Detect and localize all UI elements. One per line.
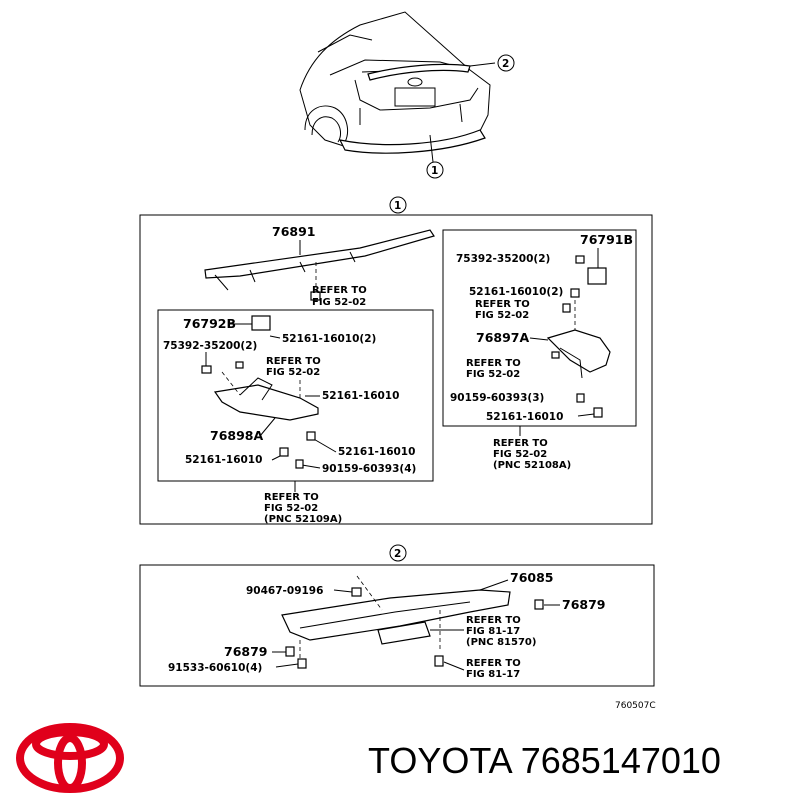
left-refer-l2: FIG 52-02 bbox=[264, 503, 318, 514]
s2-refer2-l2: FIG 81-17 bbox=[466, 669, 520, 680]
top-refer-l2: FIG 52-02 bbox=[312, 297, 366, 308]
callout-2: 2 bbox=[394, 548, 401, 560]
diagram-code: 760507C bbox=[615, 701, 656, 711]
callout-2-circle bbox=[389, 544, 407, 562]
part-52161-16010-2-left: 52161-16010(2) bbox=[282, 333, 376, 345]
logo-inner-vertical bbox=[54, 734, 86, 792]
part-76891: 76891 bbox=[272, 224, 316, 239]
s2-refer1-l1: REFER TO bbox=[466, 615, 521, 626]
right-refer1-l1: REFER TO bbox=[475, 299, 530, 310]
part-76897A: 76897A bbox=[476, 330, 529, 345]
part-76879-left: 76879 bbox=[224, 644, 268, 659]
s2-refer1-l2: FIG 81-17 bbox=[466, 626, 520, 637]
part-76791B: 76791B bbox=[580, 232, 633, 247]
part-75392-35200-right: 75392-35200(2) bbox=[456, 253, 550, 265]
section-2-frame bbox=[139, 564, 655, 687]
part-76879-right: 76879 bbox=[562, 597, 606, 612]
callout-1: 1 bbox=[394, 200, 401, 212]
toyota-logo bbox=[16, 723, 124, 793]
part-52161-16010-left-a: 52161-16010 bbox=[322, 390, 399, 402]
part-90159-60393-4: 90159-60393(4) bbox=[322, 463, 416, 475]
s2-refer1-l3: (PNC 81570) bbox=[466, 637, 536, 648]
top-refer-l1: REFER TO bbox=[312, 285, 367, 296]
s2-refer2-l1: REFER TO bbox=[466, 658, 521, 669]
high-mount-stop-lamp bbox=[377, 621, 431, 645]
right-refer2-l1: REFER TO bbox=[466, 358, 521, 369]
part-52161-16010-2-right: 52161-16010(2) bbox=[469, 286, 563, 298]
section-1-frame bbox=[139, 214, 653, 525]
brand-caption: TOYOTA 7685147010 bbox=[368, 736, 798, 786]
part-75392-35200-left: 75392-35200(2) bbox=[163, 340, 257, 352]
left-refer-l1: REFER TO bbox=[264, 492, 319, 503]
car-rear-illustration: 2 1 bbox=[299, 11, 515, 179]
part-76792B: 76792B bbox=[183, 316, 236, 331]
callout-1-circle bbox=[389, 196, 407, 214]
part-91533-60610-4: 91533-60610(4) bbox=[168, 662, 262, 674]
part-90467-09196: 90467-09196 bbox=[246, 585, 323, 597]
right-refer2-l2: FIG 52-02 bbox=[466, 369, 520, 380]
rear-spoiler-garnish bbox=[281, 589, 511, 641]
right-refer1-l2: FIG 52-02 bbox=[475, 310, 529, 321]
rear-spoiler-part bbox=[204, 229, 435, 279]
left-refer-inner-l1: REFER TO bbox=[266, 356, 321, 367]
logo-inner-horizontal bbox=[32, 728, 108, 760]
right-bracket-part bbox=[546, 329, 611, 373]
brand-name: TOYOTA bbox=[368, 740, 511, 781]
right-subassembly-frame bbox=[442, 229, 637, 427]
callout-2-top: 2 bbox=[502, 58, 509, 70]
part-52161-16010-left-b: 52161-16010 bbox=[338, 446, 415, 458]
right-refer-l2: FIG 52-02 bbox=[493, 449, 547, 460]
part-90159-60393-3: 90159-60393(3) bbox=[450, 392, 544, 404]
left-refer-l3: (PNC 52109A) bbox=[264, 514, 342, 525]
part-52161-16010-left-c: 52161-16010 bbox=[185, 454, 262, 466]
left-refer-inner-l2: FIG 52-02 bbox=[266, 367, 320, 378]
right-refer-l3: (PNC 52108A) bbox=[493, 460, 571, 471]
part-number: 7685147010 bbox=[520, 740, 721, 781]
left-bracket-part bbox=[213, 384, 319, 421]
right-refer-l1: REFER TO bbox=[493, 438, 548, 449]
part-76085: 76085 bbox=[510, 570, 554, 585]
part-76898A: 76898A bbox=[210, 428, 263, 443]
callout-1-top: 1 bbox=[431, 165, 438, 177]
part-52161-16010-right: 52161-16010 bbox=[486, 411, 563, 423]
